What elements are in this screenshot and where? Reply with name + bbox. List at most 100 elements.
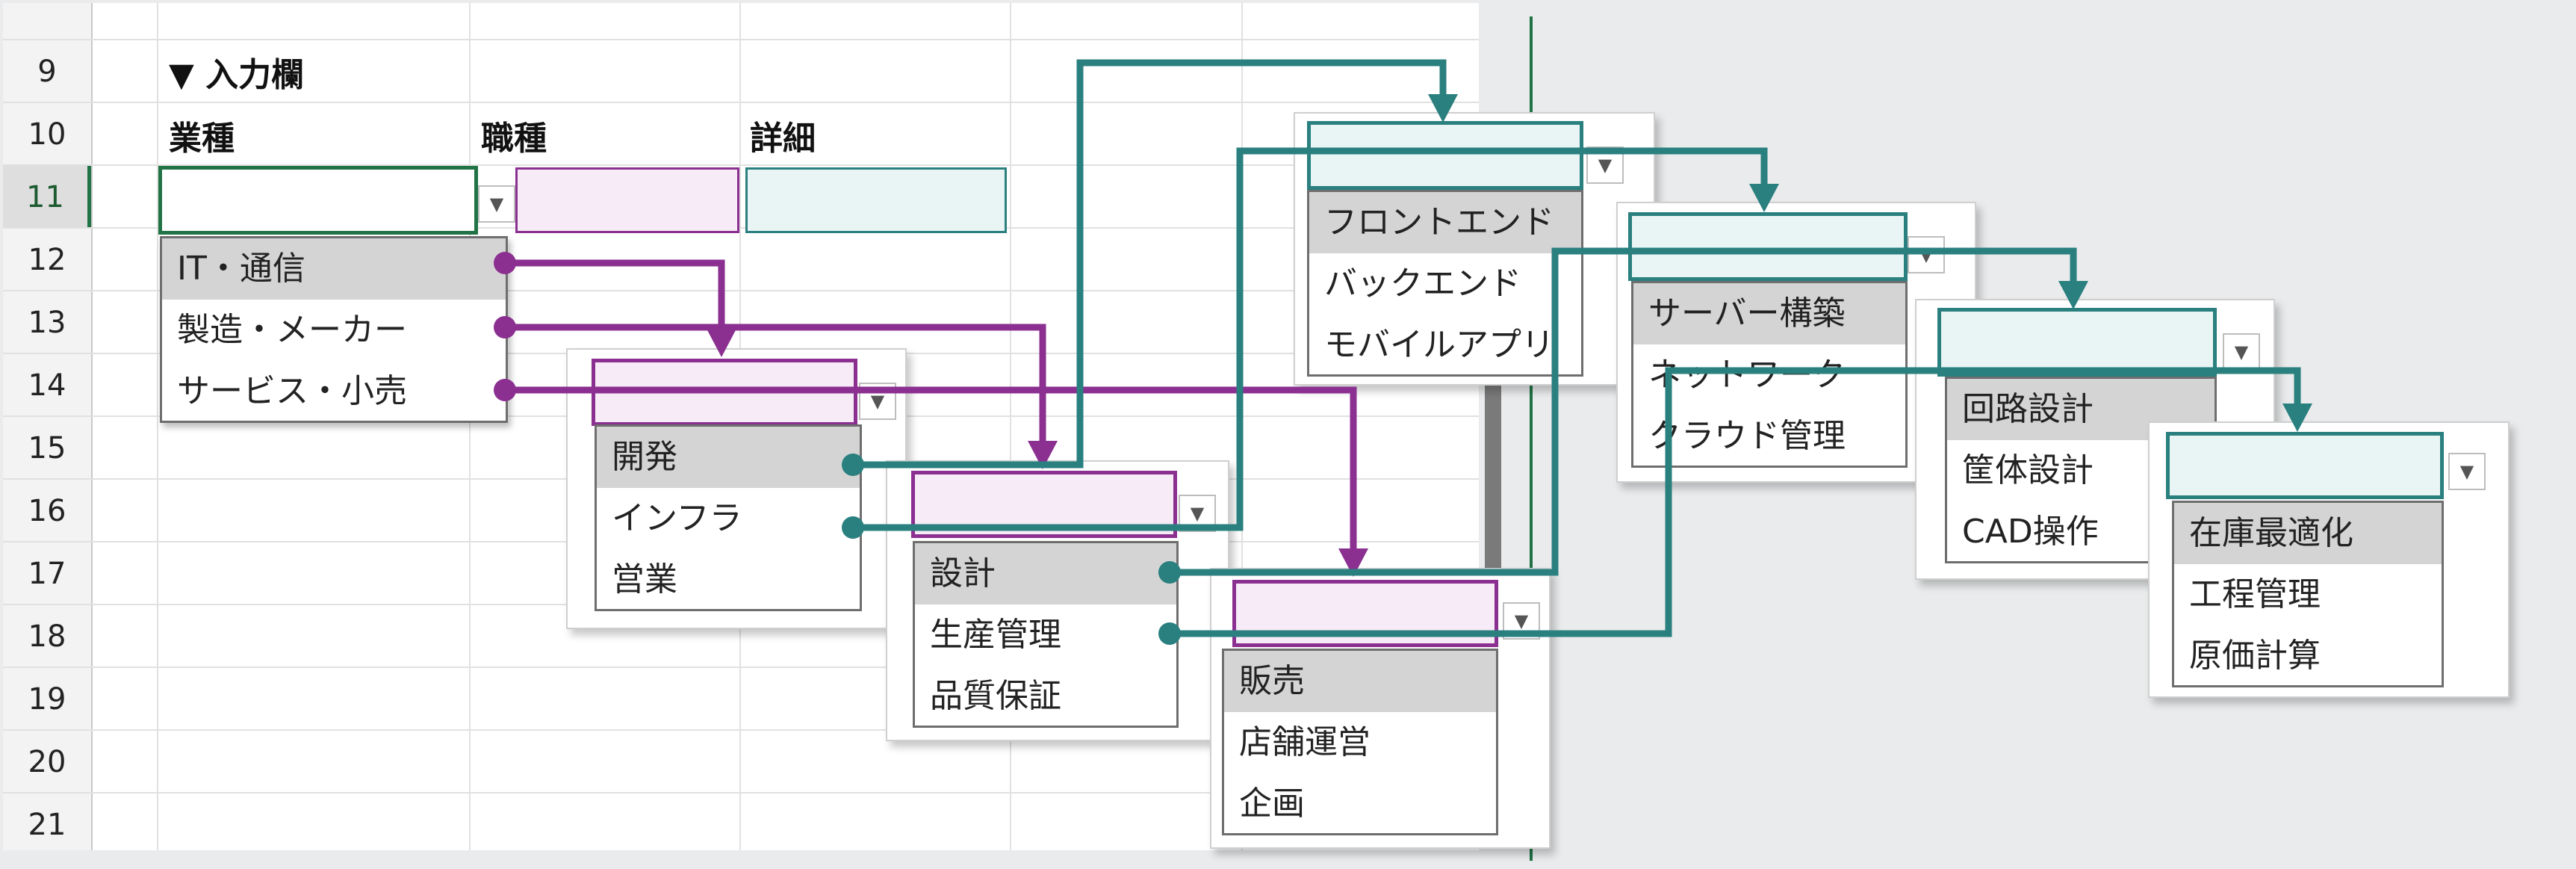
gridline — [3, 39, 1479, 40]
column-header-detail: 詳細 — [750, 120, 816, 158]
arrowhead-icon — [2282, 403, 2312, 432]
list-item[interactable]: CAD操作 — [1962, 513, 2099, 551]
industry-input-cell[interactable] — [158, 166, 478, 235]
row-number[interactable]: 18 — [28, 619, 66, 654]
section-title: ▼ 入力欄 — [169, 56, 305, 94]
dot-icon — [842, 516, 864, 539]
arrowhead-icon — [1428, 94, 1458, 123]
list-item[interactable]: クラウド管理 — [1648, 417, 1846, 455]
gridline — [469, 3, 471, 850]
connector-line — [505, 386, 1357, 560]
row-number: 8 — [3, 0, 91, 21]
row-number[interactable]: 19 — [28, 682, 66, 717]
list-item[interactable]: 品質保証 — [930, 677, 1061, 715]
scrollbar[interactable] — [1485, 374, 1501, 575]
gridline — [3, 290, 1479, 291]
detail-select-cell[interactable] — [2166, 432, 2444, 499]
list-item[interactable]: 工程管理 — [2189, 575, 2321, 613]
gridline — [3, 667, 1479, 668]
chevron-down-icon[interactable]: ▼ — [2223, 333, 2260, 371]
list-item[interactable]: 販売 — [1224, 651, 1496, 712]
gridline — [3, 227, 1479, 229]
list-item[interactable]: 在庫最適化 — [2174, 503, 2442, 564]
arrowhead-icon — [2058, 281, 2088, 309]
dropdown-list[interactable]: 設計 生産管理 品質保証 — [913, 541, 1179, 728]
list-item[interactable]: モバイルアプリ — [1324, 326, 1554, 364]
dot-icon — [842, 454, 864, 476]
row-number[interactable]: 10 — [28, 117, 66, 152]
connector-line — [853, 59, 1447, 468]
connector-line — [1170, 367, 2301, 637]
dropdown-list[interactable]: 販売 店舗運営 企画 — [1222, 649, 1498, 835]
detail-input-cell[interactable] — [745, 167, 1007, 233]
list-item[interactable]: 開発 — [597, 427, 860, 488]
dropdown-list[interactable]: フロントエンド バックエンド モバイルアプリ — [1307, 190, 1583, 377]
list-item[interactable]: 原価計算 — [2189, 637, 2321, 675]
row-number[interactable]: 16 — [28, 494, 66, 528]
list-item[interactable]: バックエンド — [1324, 265, 1521, 303]
list-item[interactable]: サービス・小売 — [177, 372, 407, 410]
gridline — [3, 164, 1479, 166]
dot-icon — [1158, 622, 1181, 645]
dot-icon — [494, 379, 516, 401]
gridline — [3, 792, 1479, 794]
row-number[interactable]: 12 — [28, 243, 66, 277]
dot-icon — [494, 252, 516, 274]
detail-select-cell[interactable] — [1937, 308, 2217, 377]
gridline — [157, 3, 158, 850]
row-header-column: 8 9 10 11 12 13 14 15 16 17 18 19 20 21 — [3, 0, 93, 850]
list-item[interactable]: 製造・メーカー — [177, 311, 407, 349]
job-dropdown-mfg[interactable]: ▼ 設計 生産管理 品質保証 — [886, 460, 1229, 741]
chevron-down-icon[interactable]: ▼ — [478, 185, 515, 223]
list-item[interactable]: 設計 — [915, 543, 1176, 604]
gridline — [3, 729, 1479, 731]
detail-select-cell[interactable] — [1307, 121, 1583, 190]
job-input-cell[interactable] — [515, 167, 739, 233]
chevron-down-icon[interactable]: ▼ — [2448, 453, 2486, 490]
column-header-industry: 業種 — [169, 120, 235, 158]
list-item[interactable]: 生産管理 — [930, 616, 1061, 654]
arrowhead-icon — [1749, 184, 1779, 212]
list-item[interactable]: IT・通信 — [162, 238, 506, 300]
connector-line — [505, 324, 1046, 453]
gridline — [1010, 3, 1011, 850]
detail-select-cell[interactable] — [1628, 212, 1908, 281]
list-item[interactable]: 営業 — [612, 560, 677, 599]
detail-dropdown-prod[interactable]: ▼ 在庫最適化 工程管理 原価計算 — [2148, 421, 2510, 698]
dot-icon — [494, 316, 516, 338]
row-number[interactable]: 9 — [37, 55, 57, 89]
arrowhead-icon — [707, 329, 736, 357]
industry-dropdown-list[interactable]: IT・通信 製造・メーカー サービス・小売 — [160, 236, 508, 423]
row-number[interactable]: 20 — [28, 745, 66, 779]
dropdown-list[interactable]: 在庫最適化 工程管理 原価計算 — [2172, 501, 2444, 687]
arrowhead-icon — [1028, 441, 1058, 469]
selection-edge — [1530, 16, 1533, 861]
connector-line — [1170, 247, 2077, 576]
column-header-job: 職種 — [481, 120, 547, 158]
list-item[interactable]: サーバー構築 — [1633, 283, 1905, 344]
spreadsheet[interactable]: 8 9 10 11 12 13 14 15 16 17 18 19 20 21 — [3, 0, 1479, 850]
row-number[interactable]: 13 — [28, 306, 66, 340]
dropdown-list[interactable]: 開発 インフラ 営業 — [595, 424, 862, 611]
dropdown-list[interactable]: サーバー構築 ネットワーク クラウド管理 — [1631, 281, 1908, 468]
list-item[interactable]: ネットワーク — [1648, 356, 1846, 394]
list-item[interactable]: 企画 — [1239, 785, 1305, 823]
arrowhead-icon — [1338, 548, 1368, 577]
connector-line — [505, 259, 725, 341]
row-number[interactable]: 14 — [28, 368, 66, 403]
list-item[interactable]: 筐体設計 — [1962, 451, 2094, 489]
list-item[interactable]: 店舗運営 — [1239, 723, 1371, 761]
list-item[interactable]: インフラ — [612, 499, 742, 537]
detail-dropdown-dev[interactable]: ▼ フロントエンド バックエンド モバイルアプリ — [1294, 112, 1655, 386]
gridline — [3, 102, 1479, 103]
row-number[interactable]: 15 — [28, 431, 66, 466]
row-number[interactable]: 21 — [28, 808, 66, 842]
list-item[interactable]: 回路設計 — [1947, 379, 2215, 440]
row-number-selected[interactable]: 11 — [3, 166, 91, 229]
list-item[interactable]: フロントエンド — [1309, 192, 1581, 253]
job-dropdown-it[interactable]: ▼ 開発 インフラ 営業 — [566, 348, 907, 629]
dot-icon — [1158, 561, 1181, 584]
row-number[interactable]: 17 — [28, 557, 66, 591]
